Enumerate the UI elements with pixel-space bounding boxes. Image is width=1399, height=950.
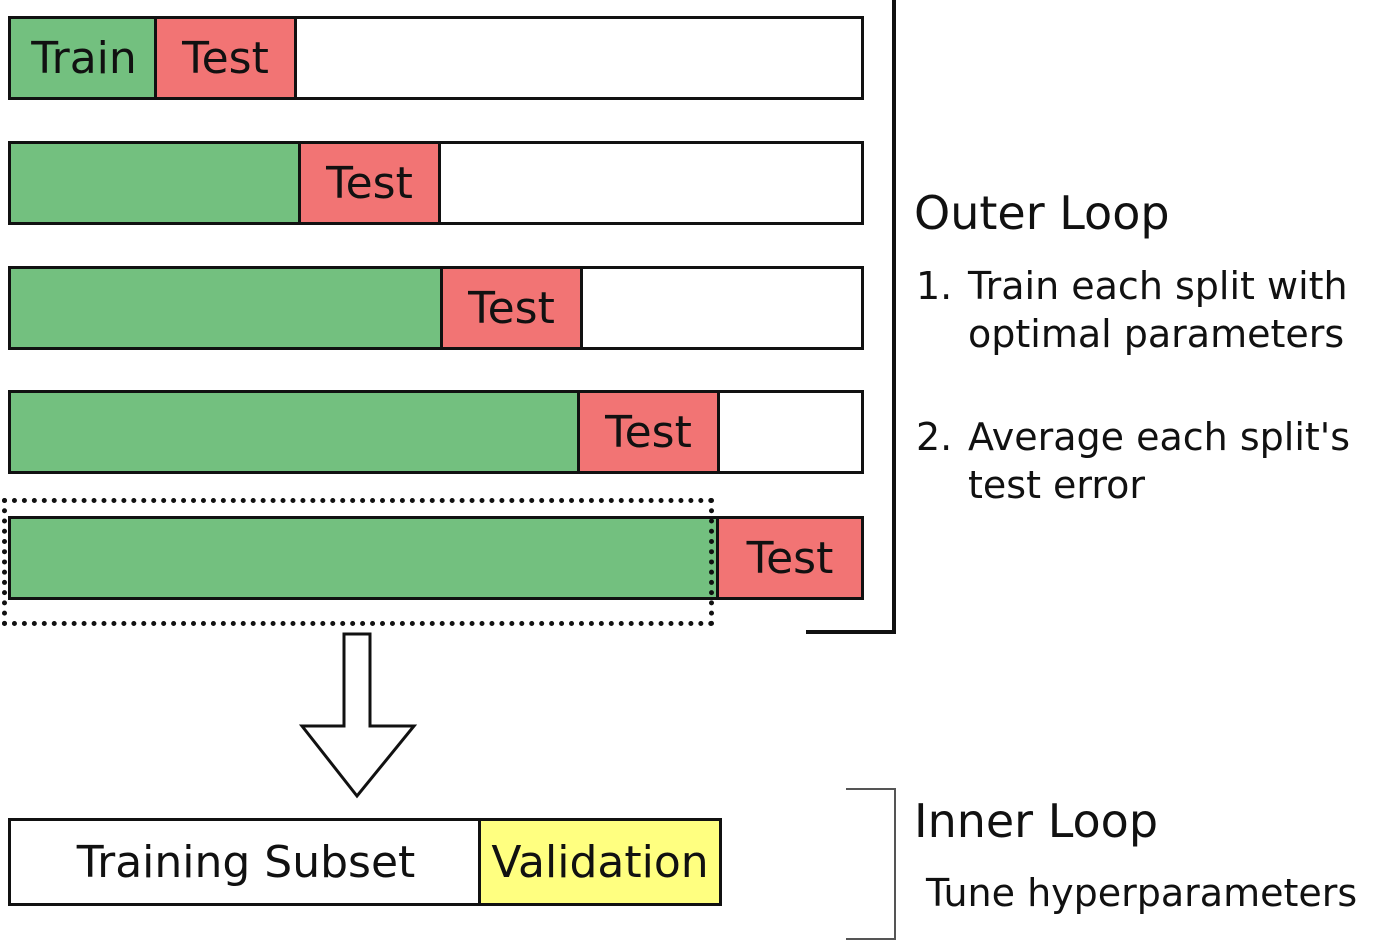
fold-bar-3: Test	[8, 266, 864, 350]
inner-loop-subtitle: Tune hyperparameters	[926, 871, 1358, 915]
fold-bar-4: Test	[8, 390, 864, 474]
fold-5-train-segment	[11, 519, 719, 597]
down-arrow-icon	[298, 632, 418, 799]
outer-loop-step-2: 2. Average each split's test error	[916, 413, 1386, 509]
selected-training-frame	[2, 498, 714, 626]
fold-3-test-segment: Test	[440, 269, 583, 347]
fold-4-test-label: Test	[605, 406, 692, 458]
fold-5-test-segment: Test	[716, 519, 861, 597]
outer-loop-bracket	[806, 0, 896, 634]
outer-loop-title: Outer Loop	[914, 186, 1170, 240]
validation-segment: Validation	[478, 821, 719, 903]
validation-label: Validation	[491, 836, 709, 888]
inner-loop-bar: Training Subset Validation	[8, 818, 722, 906]
outer-loop-step-2-line-1: Average each split's	[968, 415, 1351, 459]
fold-5-test-label: Test	[746, 532, 834, 584]
fold-2-test-label: Test	[326, 157, 413, 209]
inner-loop-title: Inner Loop	[914, 794, 1159, 848]
outer-loop-step-1-number: 1.	[916, 264, 953, 308]
fold-1-test-segment: Test	[154, 19, 297, 97]
fold-3-test-label: Test	[468, 282, 555, 334]
training-subset-segment: Training Subset	[11, 821, 481, 903]
outer-loop-step-1-line-1: Train each split with	[968, 264, 1348, 308]
fold-2-train-segment	[11, 144, 301, 222]
fold-3-train-segment	[11, 269, 443, 347]
fold-4-train-segment	[11, 393, 580, 471]
outer-loop-step-2-line-2: test error	[968, 463, 1146, 507]
outer-loop-step-1-line-2: optimal parameters	[968, 312, 1345, 356]
fold-1-train-label: Train	[31, 32, 137, 84]
fold-bar-5: Test	[8, 516, 864, 600]
fold-bar-2: Test	[8, 141, 864, 225]
fold-bar-1: Train Test	[8, 16, 864, 100]
fold-1-test-label: Test	[182, 32, 269, 84]
fold-2-test-segment: Test	[298, 144, 441, 222]
fold-1-train-segment: Train	[11, 19, 157, 97]
outer-loop-step-1: 1. Train each split with optimal paramet…	[916, 262, 1386, 358]
outer-loop-step-2-number: 2.	[916, 415, 953, 459]
fold-4-test-segment: Test	[577, 393, 720, 471]
training-subset-label: Training Subset	[76, 836, 416, 888]
inner-loop-bracket	[846, 788, 896, 940]
